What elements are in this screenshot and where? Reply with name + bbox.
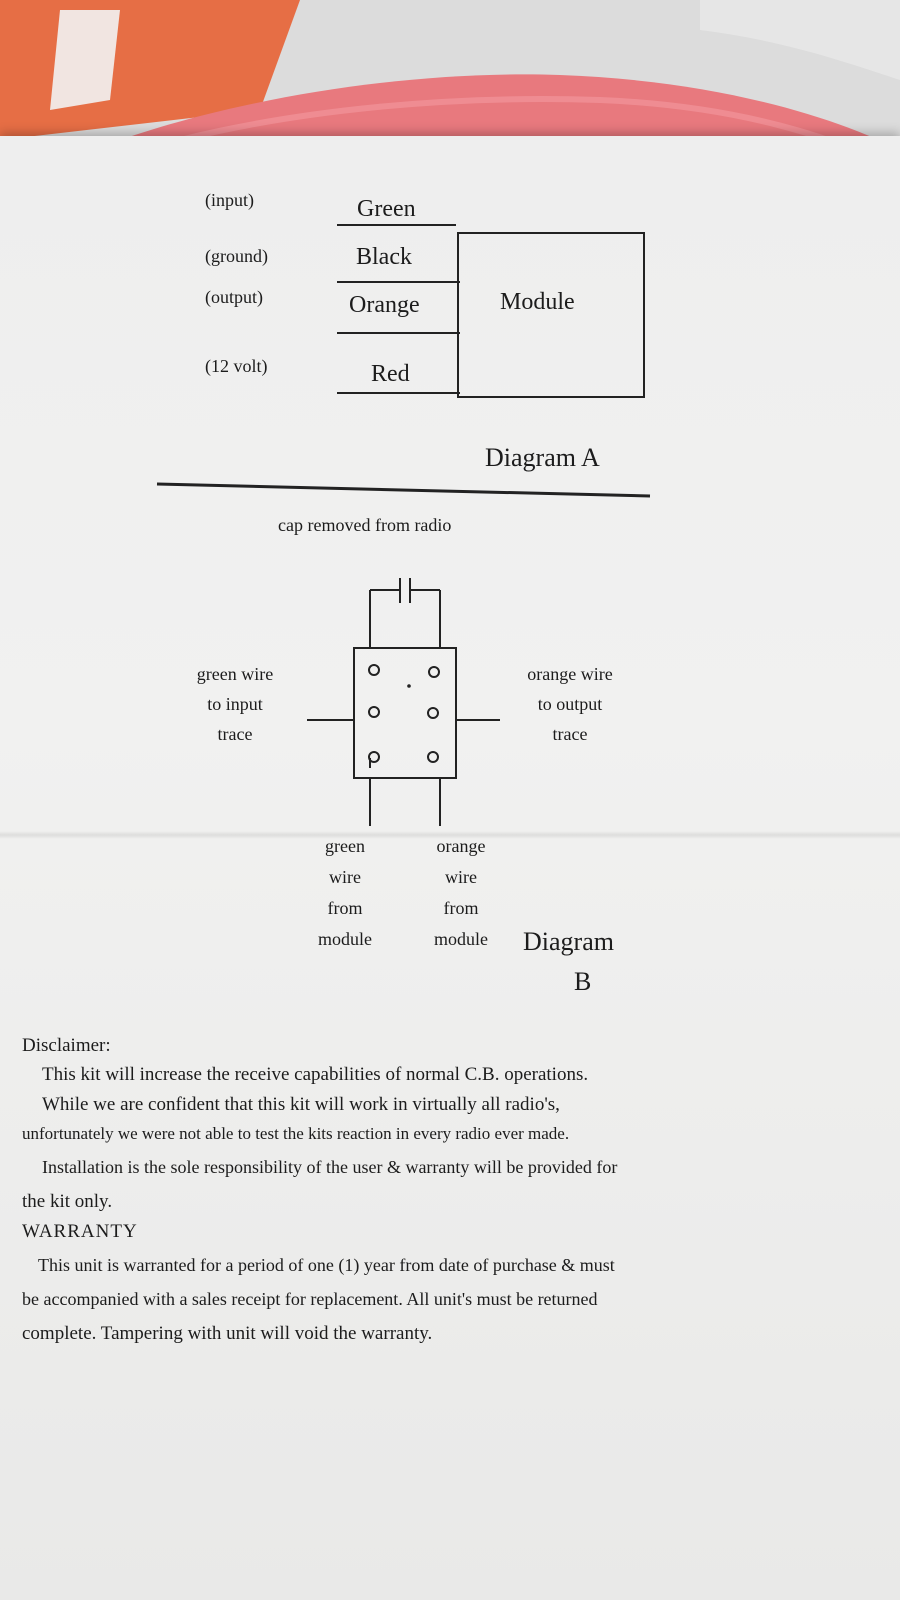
section-divider — [156, 482, 651, 498]
ground-role-label: (ground) — [205, 246, 268, 266]
diagram-a-caption: Diagram A — [485, 443, 600, 472]
output-role-label: (output) — [205, 287, 263, 307]
bottom-right-label-line-2: wire — [445, 867, 477, 887]
bottom-right-label-line-4: module — [434, 929, 488, 949]
right-label-line-3: trace — [552, 724, 588, 744]
bottom-left-label-line-2: wire — [329, 867, 361, 887]
warranty-line-3: complete. Tampering with unit will void … — [22, 1323, 433, 1344]
paper-fold — [0, 831, 900, 839]
bottom-right-label-line-1: orange — [436, 836, 486, 856]
bottom-left-label-line-3: from — [327, 898, 363, 918]
disclaimer-line-5: the kit only. — [22, 1191, 113, 1212]
warranty-heading: WARRANTY — [22, 1221, 138, 1242]
module-box — [457, 232, 645, 398]
module-label: Module — [500, 289, 575, 315]
instruction-sheet — [0, 136, 900, 1600]
black-wire-label: Black — [356, 244, 412, 270]
right-label-line-1: orange wire — [527, 664, 613, 684]
disclaimer-line-3: unfortunately we were not able to test t… — [22, 1124, 570, 1143]
right-label-line-2: to output — [537, 694, 603, 714]
disclaimer-line-2: While we are confident that this kit wil… — [42, 1094, 560, 1115]
diagram-b-caption-line-1: Diagram — [523, 927, 614, 956]
diagram-b-caption-line-2: B — [574, 967, 592, 996]
diagram-b-title: cap removed from radio — [278, 515, 452, 535]
left-label-line-2: to input — [207, 694, 263, 714]
disclaimer-line-1: This kit will increase the receive capab… — [42, 1064, 589, 1085]
bottom-left-label-line-4: module — [318, 929, 372, 949]
disclaimer-line-4: Installation is the sole responsibility … — [42, 1157, 618, 1177]
green-wire-label: Green — [357, 196, 416, 222]
left-label-line-1: green wire — [196, 664, 274, 684]
orange-wire-label: Orange — [349, 292, 420, 318]
left-label-line-3: trace — [217, 724, 253, 744]
component-box — [353, 647, 457, 779]
warranty-line-2: be accompanied with a sales receipt for … — [22, 1289, 598, 1309]
twelve-volt-role-label: (12 volt) — [205, 356, 268, 376]
bottom-right-label-line-3: from — [443, 898, 479, 918]
warranty-line-1: This unit is warranted for a period of o… — [38, 1255, 615, 1275]
bottom-left-label-line-1: green — [325, 836, 365, 856]
disclaimer-heading: Disclaimer: — [22, 1035, 111, 1056]
red-wire-label: Red — [371, 361, 410, 387]
input-role-label: (input) — [205, 190, 254, 210]
